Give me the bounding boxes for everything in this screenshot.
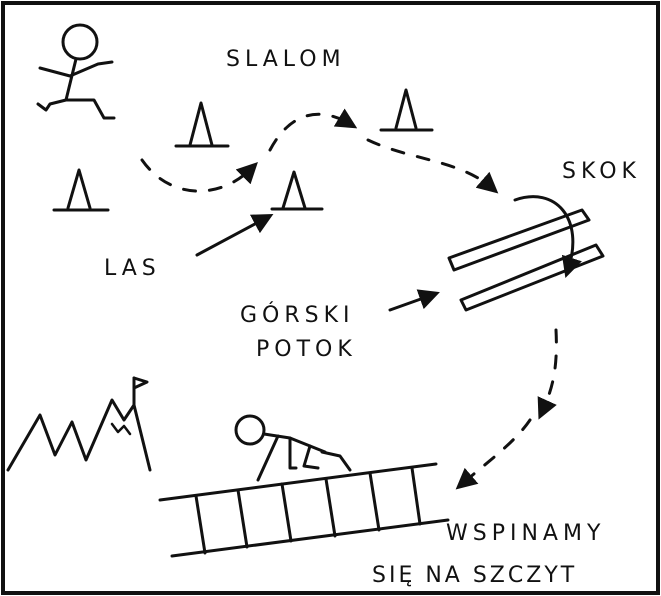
slalom-route-arrow (268, 108, 358, 152)
running-figure-icon (36, 23, 116, 120)
slalom-label: SLALOM (226, 47, 346, 72)
ladder-icon (158, 462, 450, 558)
descent-route-arrow (455, 418, 532, 490)
las-label: LAS (104, 256, 161, 281)
skok-label: SKOK (562, 159, 641, 184)
log-bridge-icon (447, 208, 605, 312)
cone-icon (379, 88, 434, 132)
potok-label: POTOK (256, 337, 357, 362)
climb-label-line1: WSPINAMY (446, 521, 605, 546)
mountain-icon (6, 398, 152, 472)
flag-icon (132, 376, 149, 407)
las-pointer-arrow (195, 214, 274, 257)
cone-icon (270, 170, 324, 211)
slalom-route-arrow (366, 138, 499, 194)
slalom-route-arrow (140, 158, 258, 193)
cone-icon (174, 101, 230, 148)
gorski-label: GÓRSKI (240, 302, 355, 328)
jump-arc-arrow (513, 195, 582, 278)
potok-pointer-arrow (388, 289, 440, 312)
climb-label-line2: SIĘ NA SZCZYT (372, 563, 577, 588)
cone-icon (52, 168, 110, 212)
crawling-figure-icon (234, 414, 352, 482)
descent-route-arrow (537, 328, 558, 420)
